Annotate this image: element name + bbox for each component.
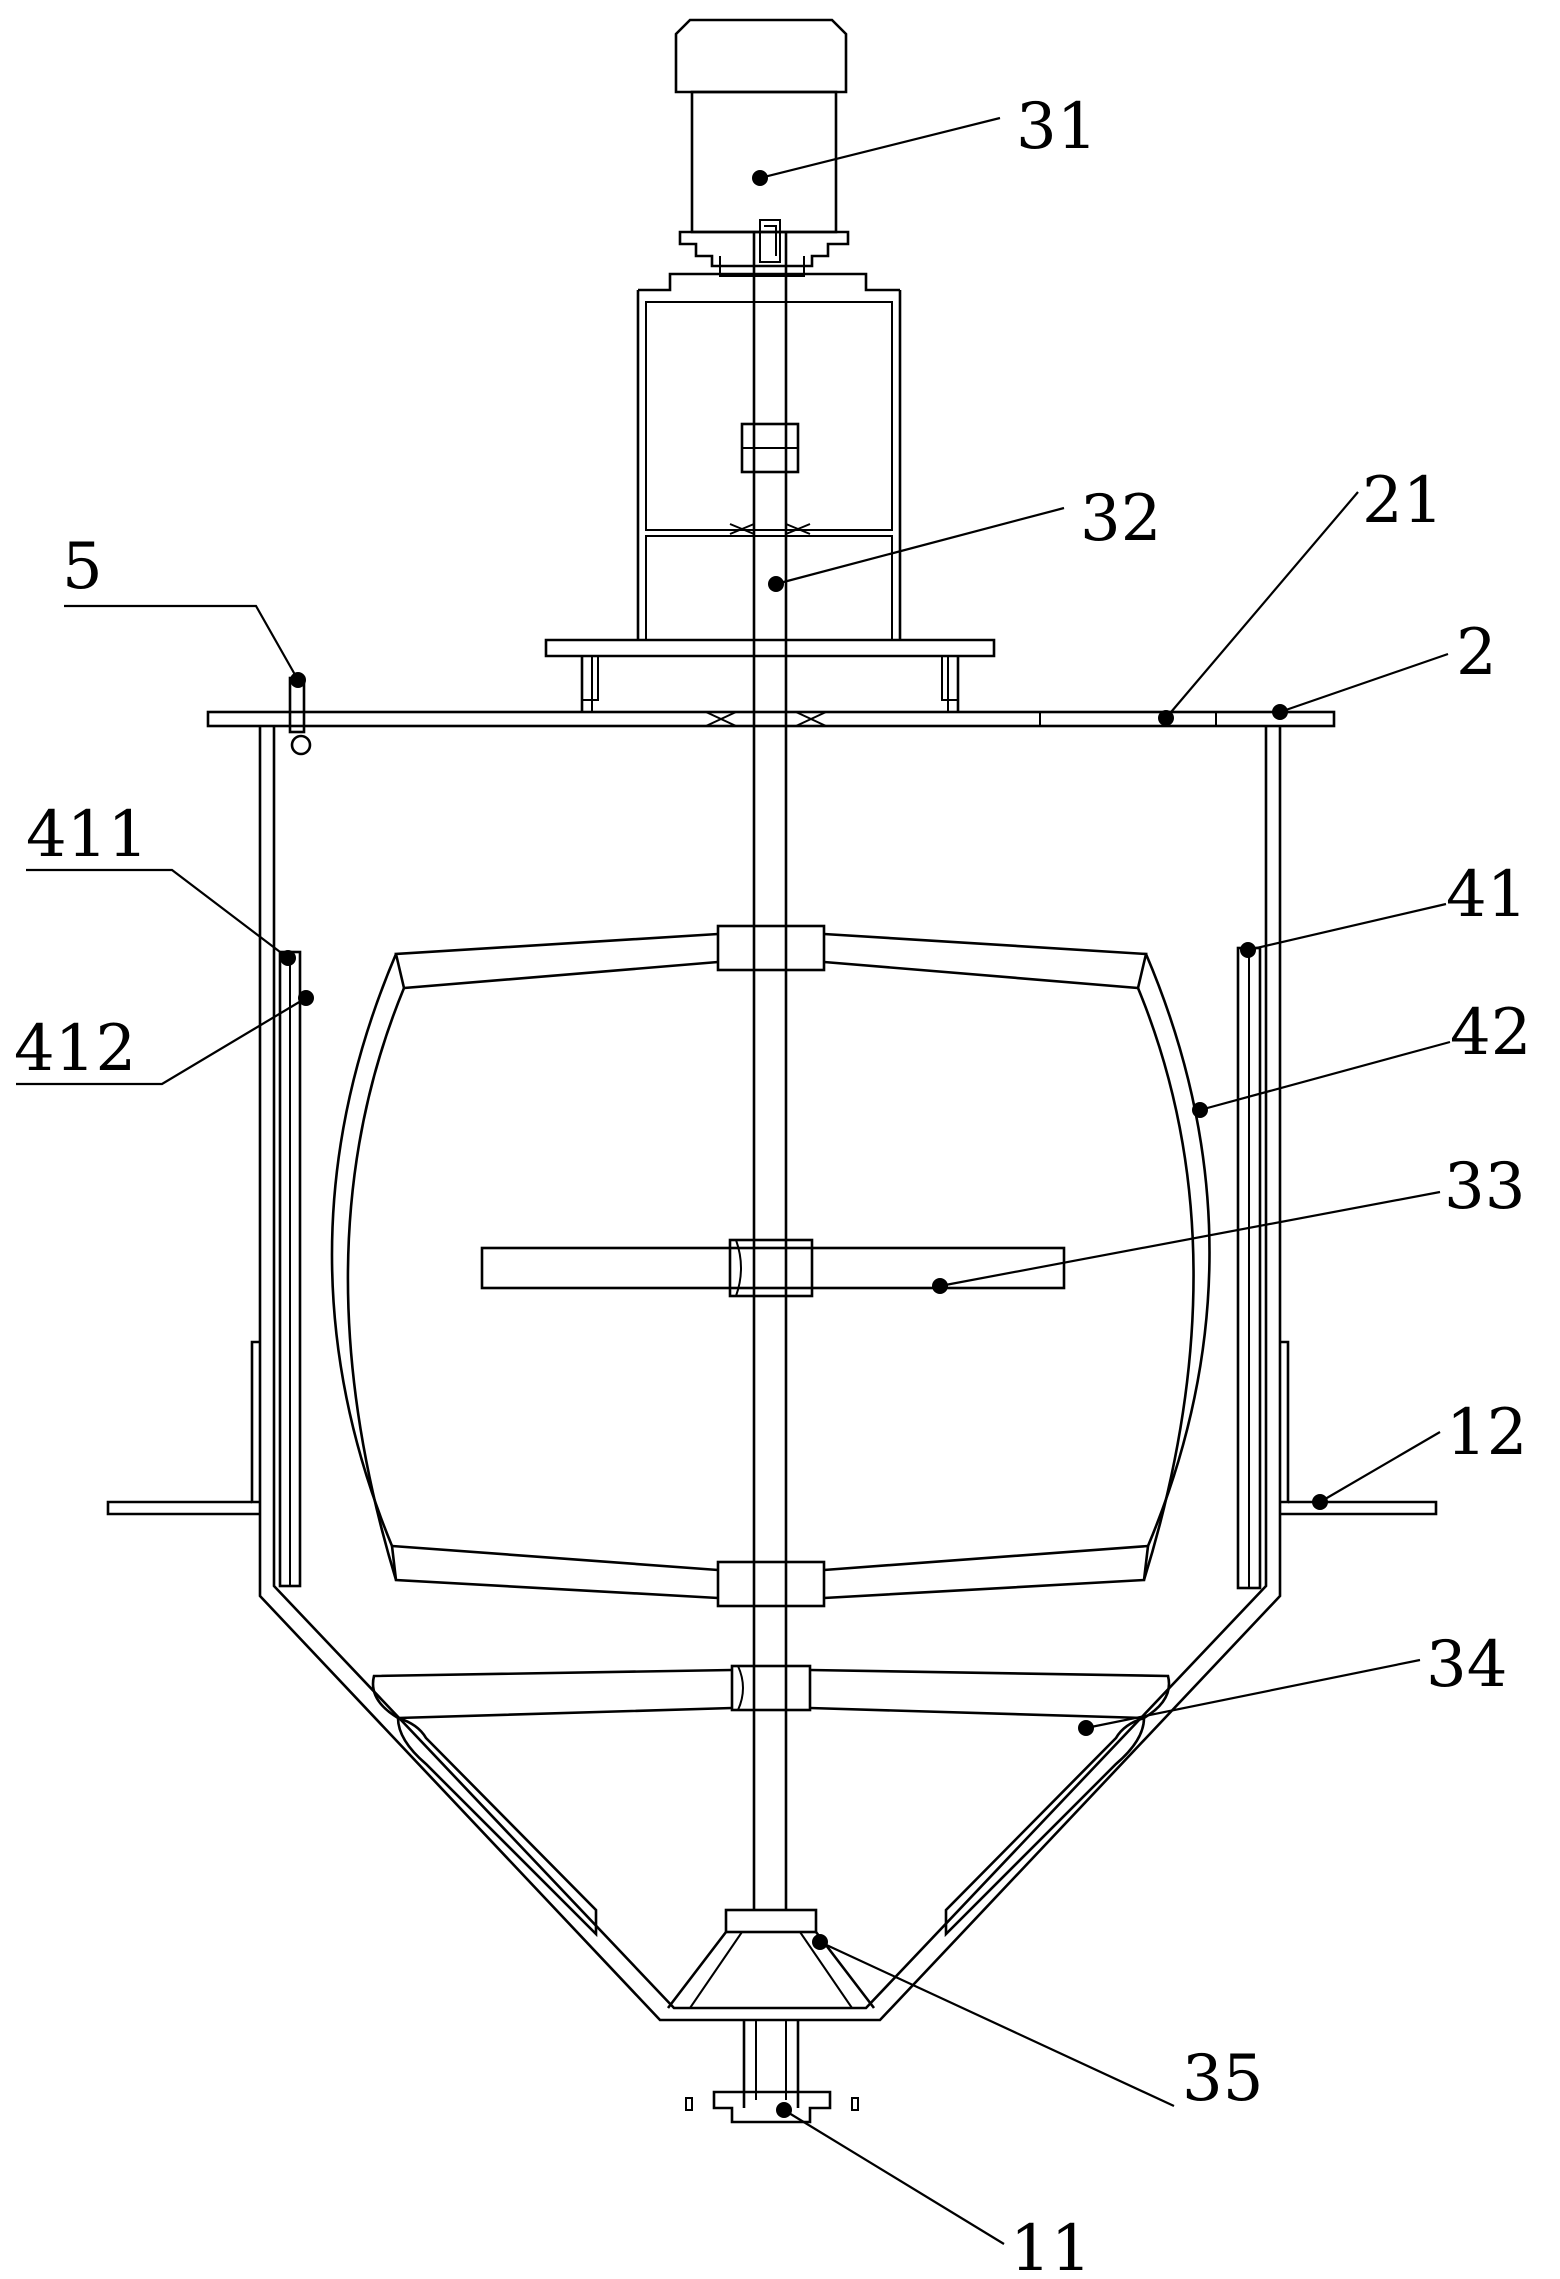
label-34: 34 [1426, 1628, 1507, 1702]
label-2: 2 [1456, 616, 1497, 690]
label-33: 33 [1444, 1150, 1525, 1224]
label-412: 412 [14, 1012, 136, 1086]
label-11: 11 [1010, 2212, 1091, 2279]
label-5: 5 [62, 530, 103, 604]
leader-lines [16, 116, 1451, 2245]
label-31: 31 [1016, 90, 1097, 164]
support-frame [544, 272, 996, 712]
motor [674, 18, 850, 277]
label-21: 21 [1362, 464, 1443, 538]
bottom-stirrer [666, 1908, 876, 2009]
label-12: 12 [1446, 1396, 1527, 1470]
tank-body [106, 726, 1438, 2022]
tank-cover [206, 710, 1336, 728]
leader-dots [280, 170, 1328, 2118]
label-411: 411 [26, 798, 148, 872]
outlet-valve [685, 2020, 859, 2124]
frame-agitator [330, 924, 1211, 1608]
label-41: 41 [1446, 858, 1527, 932]
agitator-shaft [729, 219, 811, 1910]
label-35: 35 [1182, 2042, 1263, 2116]
reference-labels: 31 32 21 2 5 411 412 41 42 33 12 34 35 1… [14, 90, 1531, 2279]
inlet-pipe [288, 676, 312, 756]
anchor-blade [371, 1664, 1171, 1938]
straight-blade [480, 1238, 1066, 1298]
label-32: 32 [1080, 482, 1161, 556]
label-42: 42 [1450, 996, 1531, 1070]
